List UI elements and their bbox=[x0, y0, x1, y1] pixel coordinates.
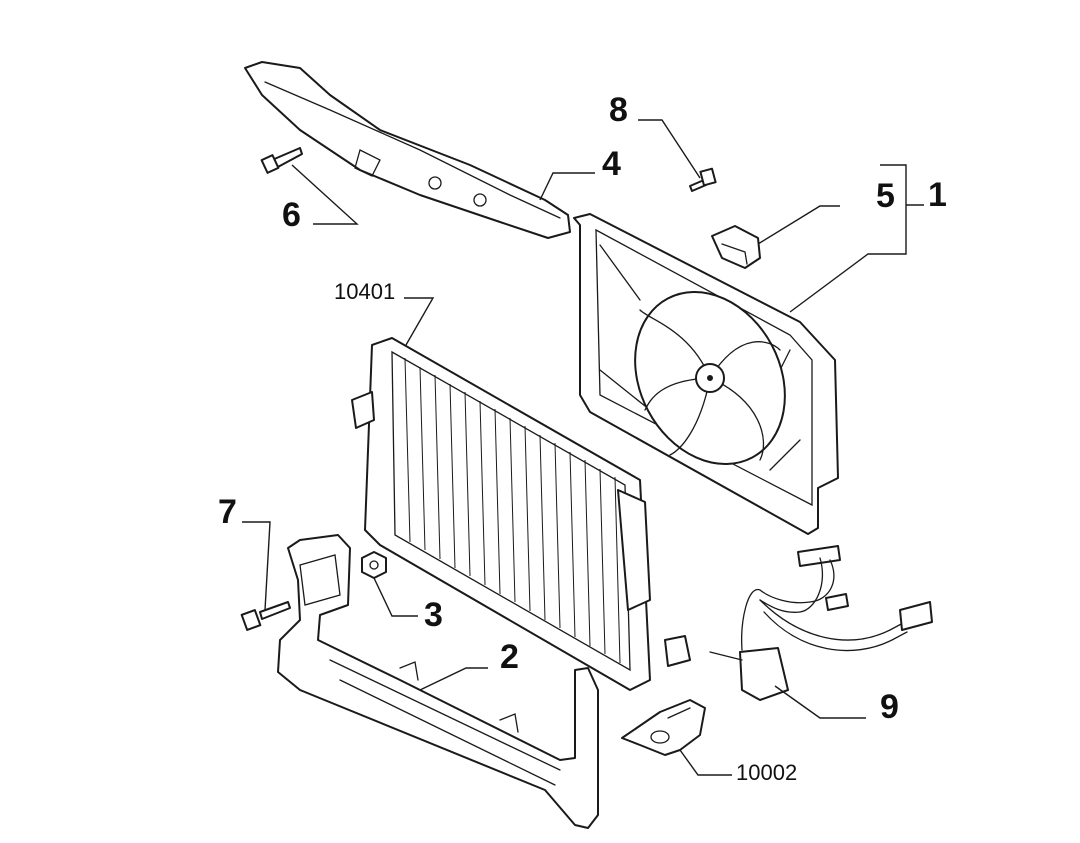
callout-4: 4 bbox=[602, 145, 621, 183]
callout-2: 2 bbox=[500, 638, 519, 676]
part-8-bolt bbox=[689, 167, 717, 192]
part-6-bolt bbox=[260, 147, 303, 174]
callout-10002: 10002 bbox=[736, 760, 797, 785]
part-5-fan-resistor bbox=[711, 225, 761, 269]
part-4-upper-cover bbox=[244, 61, 571, 239]
callout-5: 5 bbox=[876, 177, 895, 215]
part-2-lower-deflector bbox=[277, 534, 599, 829]
part-1-fan-shroud bbox=[573, 213, 839, 535]
callout-1: 1 bbox=[928, 176, 947, 214]
callout-3: 3 bbox=[424, 596, 443, 634]
part-7-bolt bbox=[240, 601, 291, 631]
part-10401-radiator bbox=[351, 337, 691, 691]
leader-lines bbox=[242, 119, 924, 776]
part-9-wiring-harness bbox=[709, 545, 933, 701]
callout-10401: 10401 bbox=[334, 279, 395, 304]
callout-9: 9 bbox=[880, 688, 899, 726]
part-10002-bracket bbox=[621, 699, 706, 756]
callout-7: 7 bbox=[218, 493, 237, 531]
callout-8: 8 bbox=[609, 91, 628, 129]
callout-6: 6 bbox=[282, 196, 301, 234]
part-3-nut bbox=[361, 551, 387, 579]
callout-labels: 1 2 3 4 5 6 7 8 9 10401 10002 bbox=[218, 91, 947, 785]
